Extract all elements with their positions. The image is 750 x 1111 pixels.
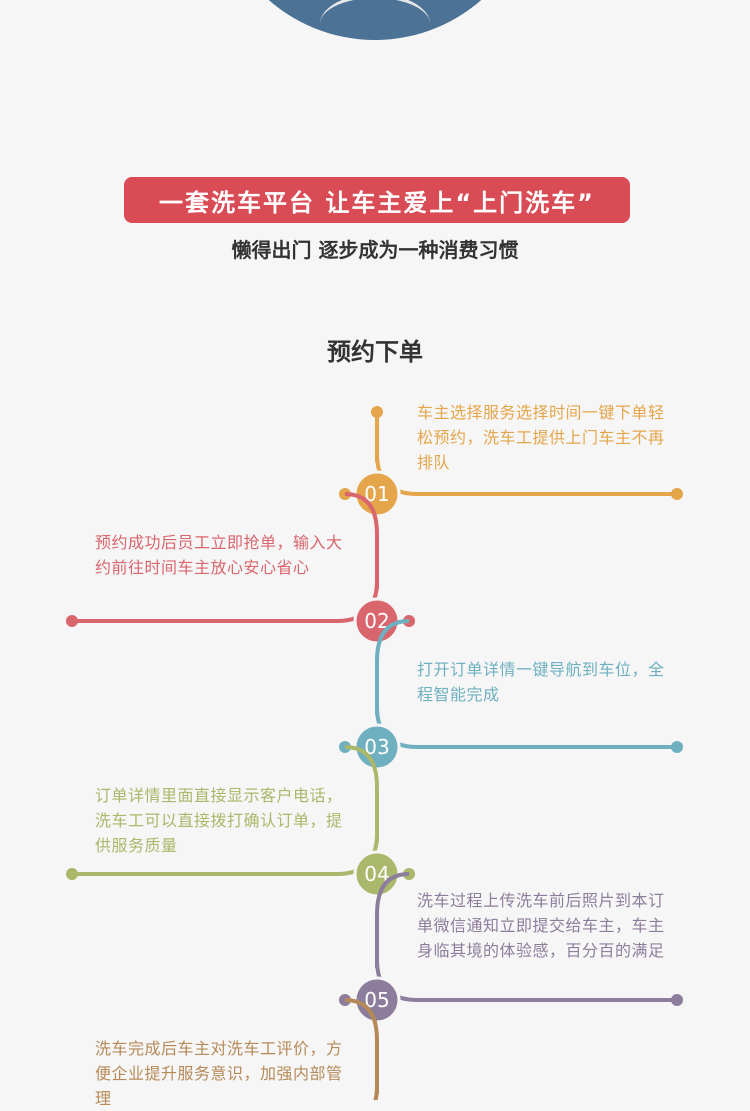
step-01-end-dot — [671, 488, 683, 500]
headline-text: 一套洗车平台 让车主爱上“上门洗车” — [159, 188, 595, 217]
step-05-description: 洗车过程上传洗车前后照片到本订单微信通知立即提交给车主，车主身临其境的体验感，百… — [417, 891, 665, 960]
step-03-connector — [375, 619, 410, 715]
headline-banner: 一套洗车平台 让车主爱上“上门洗车” — [124, 177, 630, 223]
step-04-connector — [344, 745, 379, 842]
step-06-connector — [344, 998, 379, 1094]
subtitle: 懒得出门 逐步成为一种消费习惯 — [231, 238, 519, 262]
step-05-end-dot — [671, 994, 683, 1006]
step-04-description: 订单详情里面直接显示客户电话，洗车工可以直接拨打确认订单，提供服务质量 — [95, 786, 343, 855]
step-03-description: 打开订单详情一键导航到车位，全程智能完成 — [417, 660, 665, 704]
step-02-arm — [72, 580, 379, 623]
section-title: 预约下单 — [327, 338, 423, 366]
step-02-description: 预约成功后员工立即抢单，输入大约前往时间车主放心安心省心 — [95, 533, 343, 577]
step-01-start-dot — [371, 406, 383, 418]
step-06-description: 洗车完成后车主对洗车工评价，方便企业提升服务意识，加强内部管理 — [95, 1039, 343, 1108]
step-03-arm — [375, 706, 677, 749]
step-04-end-dot — [66, 868, 78, 880]
step-03-end-dot — [671, 741, 683, 753]
step-05-connector — [375, 872, 410, 968]
step-02-end-dot — [66, 615, 78, 627]
step-01-description: 车主选择服务选择时间一键下单轻松预约，洗车工提供上门车主不再排队 — [417, 403, 665, 472]
step-02-connector — [344, 492, 379, 589]
step-05-arm — [375, 959, 677, 1002]
step-06-arm — [373, 1085, 379, 1100]
